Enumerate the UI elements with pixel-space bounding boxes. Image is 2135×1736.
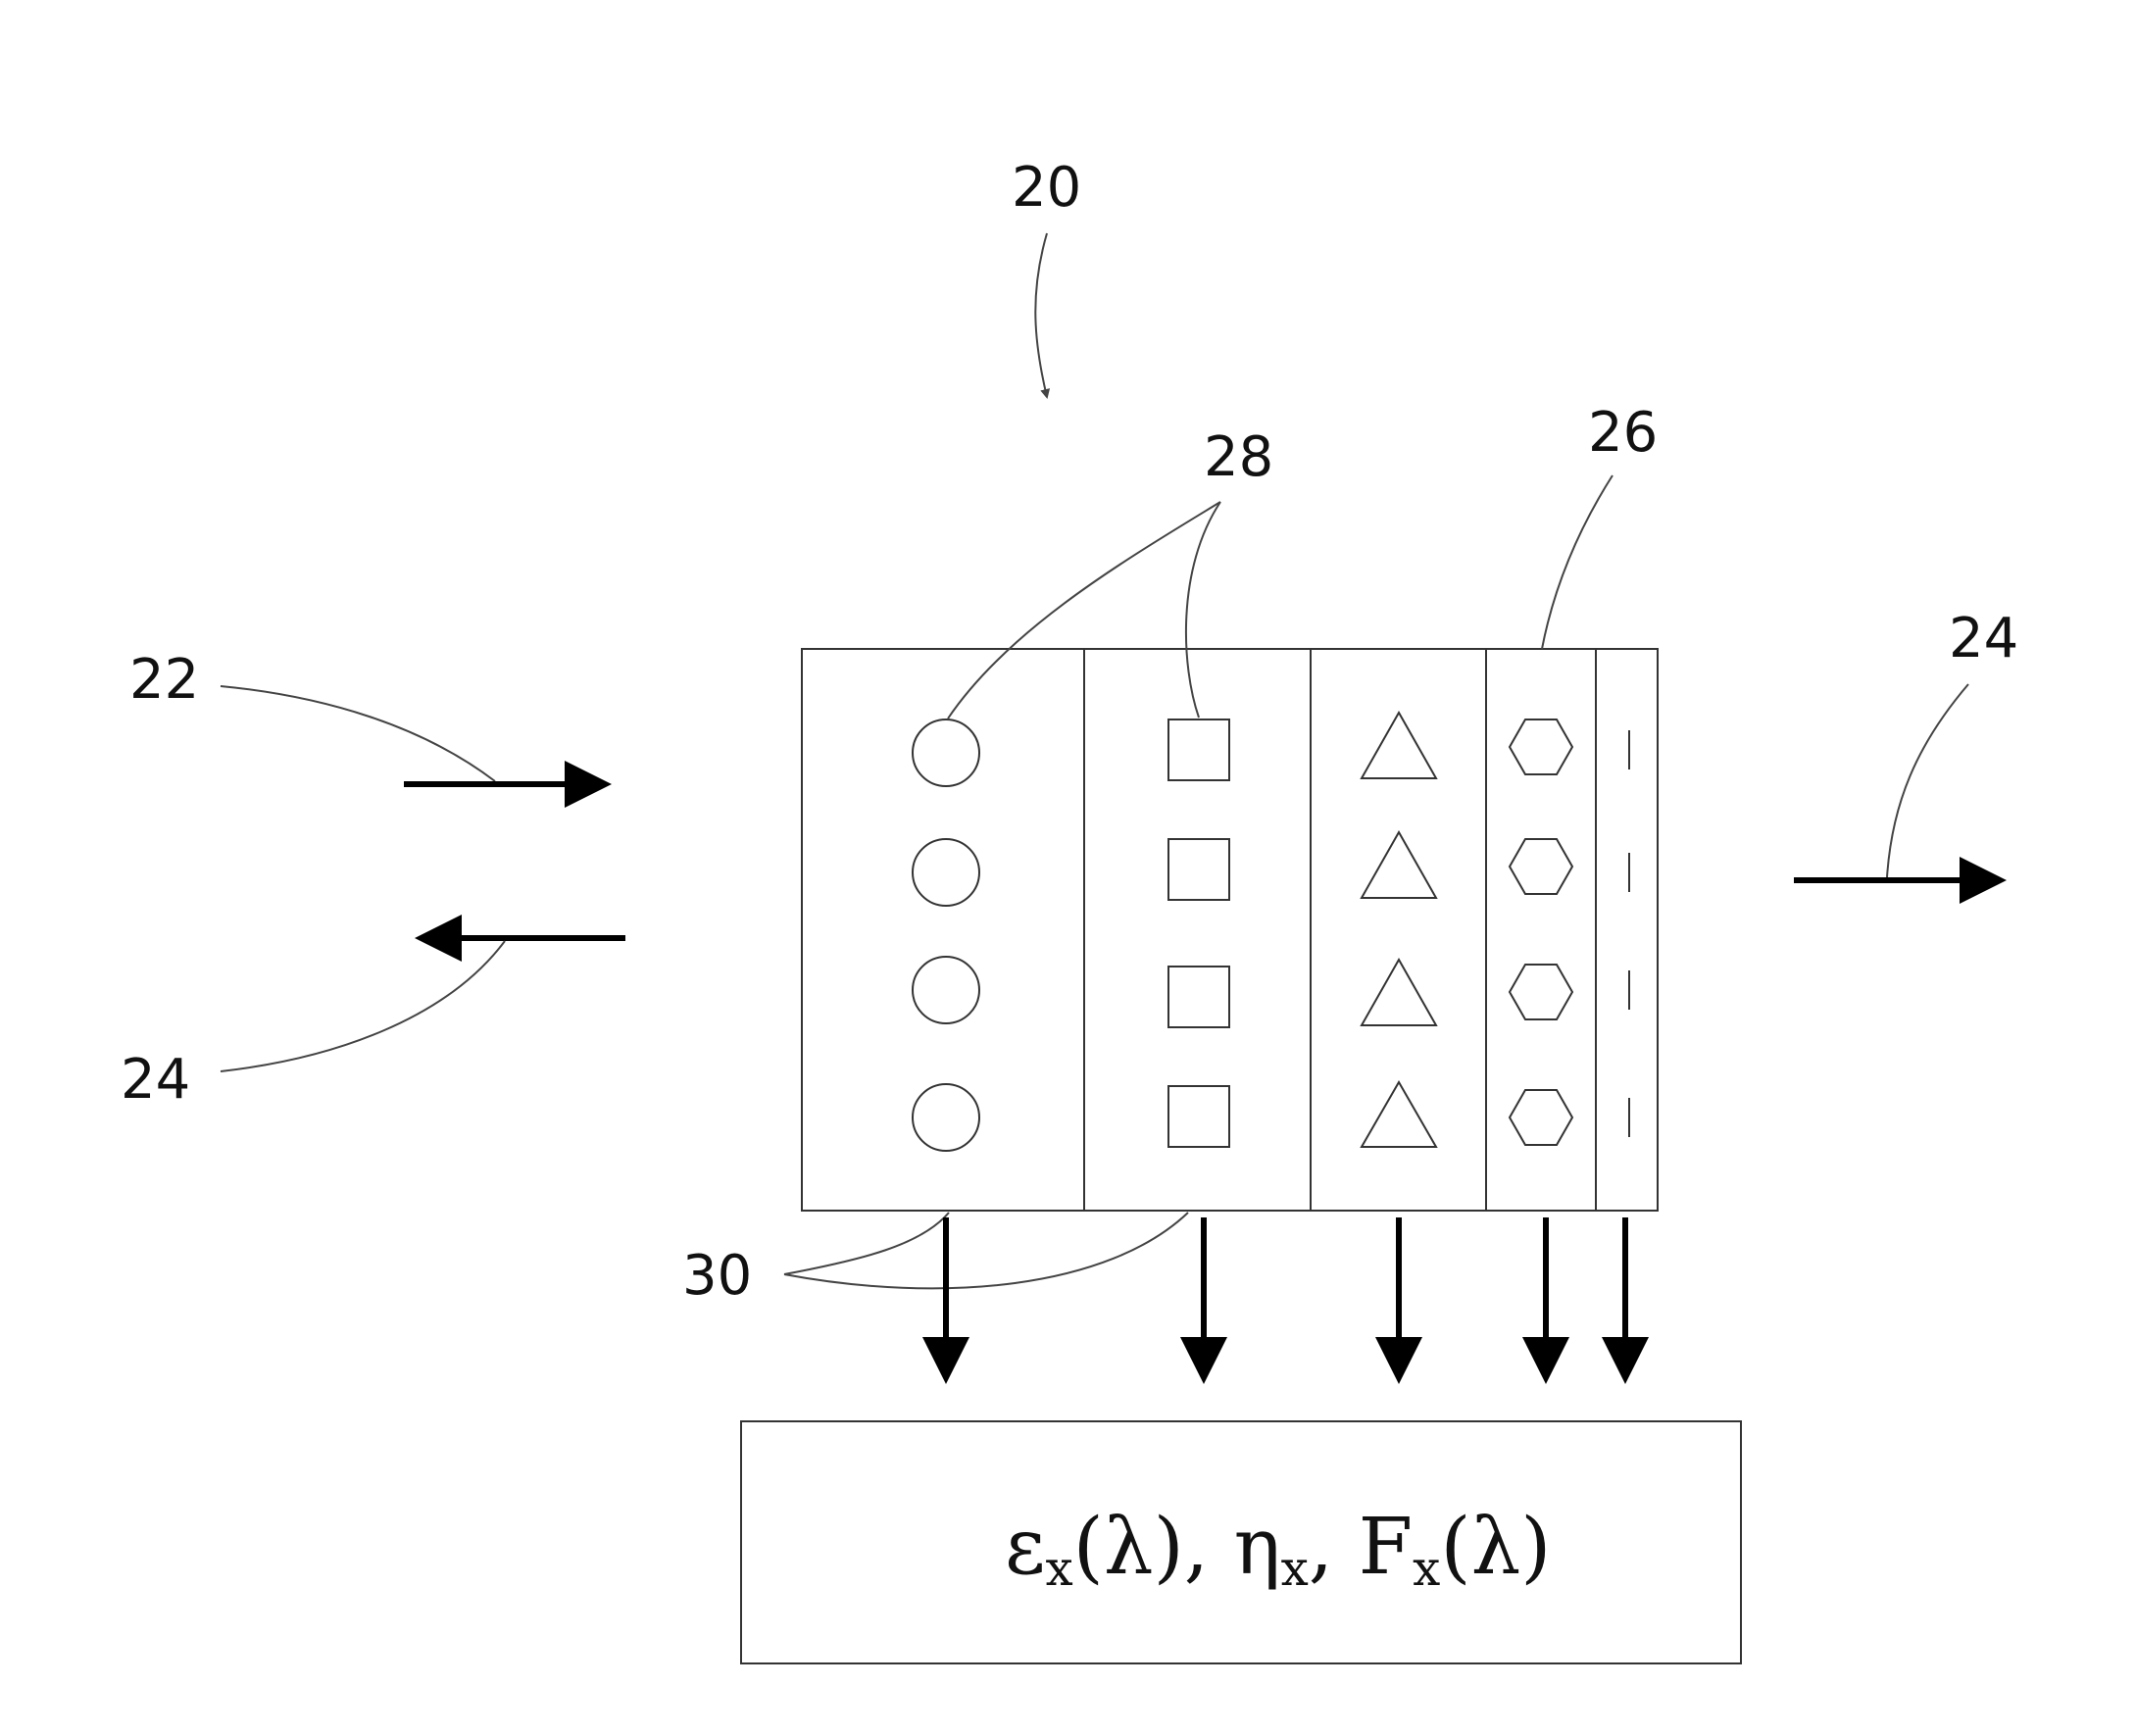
layer-2-squares	[1168, 719, 1229, 1147]
particle-triangle	[1362, 960, 1436, 1025]
emission-arrows	[946, 1217, 1625, 1372]
particle-hexagon	[1510, 965, 1572, 1019]
formula-sep-1: ,	[1184, 1501, 1234, 1592]
particle-square	[1168, 839, 1229, 900]
particle-square	[1168, 967, 1229, 1027]
leader-28-square	[1186, 502, 1220, 718]
ref-label-26: 26	[1588, 401, 1658, 465]
ref-label-20: 20	[1012, 156, 1081, 220]
formula-subscript-1: x	[1045, 1540, 1072, 1597]
formula-F: F	[1359, 1501, 1414, 1592]
layer-1-circles	[913, 719, 979, 1151]
particle-hexagon	[1510, 719, 1572, 774]
formula-subscript-3: x	[1413, 1540, 1440, 1597]
leader-30-a	[784, 1213, 949, 1274]
particle-circle	[913, 957, 979, 1023]
particle-triangle	[1362, 713, 1436, 778]
formula-epsilon: ε	[1005, 1501, 1045, 1592]
output-formula: εx(λ), ηx, Fx(λ)	[1005, 1501, 1551, 1597]
layer-stack	[802, 649, 1658, 1211]
ref-label-24-left: 24	[121, 1048, 190, 1112]
leader-22	[221, 686, 495, 781]
particle-circle	[913, 839, 979, 906]
layer-4-hexagons	[1510, 719, 1572, 1145]
ref-label-22: 22	[129, 648, 199, 712]
formula-subscript-2: x	[1281, 1540, 1309, 1597]
leader-24-right	[1887, 684, 1968, 877]
formula-lambda-1: (λ)	[1073, 1501, 1184, 1592]
particle-triangle	[1362, 1082, 1436, 1147]
formula-eta: η	[1234, 1501, 1281, 1592]
ref-label-30: 30	[682, 1244, 752, 1308]
particle-hexagon	[1510, 1090, 1572, 1145]
ref-label-24-right: 24	[1949, 607, 2018, 670]
layer-3-triangles	[1362, 713, 1436, 1147]
particle-circle	[913, 1084, 979, 1151]
formula-sep-2: ,	[1309, 1501, 1359, 1592]
leader-30-b	[784, 1213, 1188, 1288]
leader-26	[1542, 475, 1613, 649]
particle-circle	[913, 719, 979, 786]
particle-hexagon	[1510, 839, 1572, 894]
ref-label-28: 28	[1204, 425, 1273, 489]
leader-20	[1035, 233, 1047, 397]
formula-lambda-2: (λ)	[1440, 1501, 1551, 1592]
particle-square	[1168, 719, 1229, 780]
particle-triangle	[1362, 832, 1436, 898]
leader-24-left	[221, 941, 505, 1071]
particle-square	[1168, 1086, 1229, 1147]
